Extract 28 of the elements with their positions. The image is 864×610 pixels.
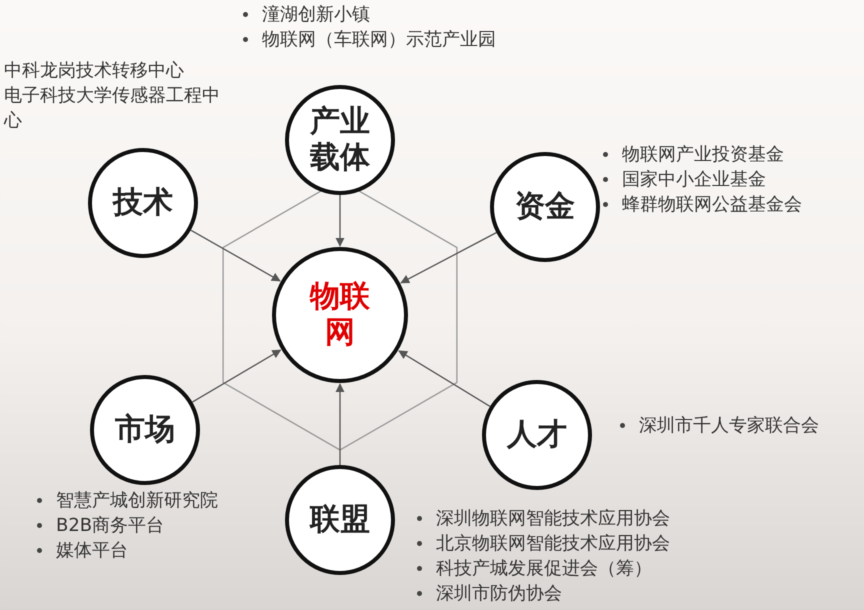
bullet-item: B2B商务平台 bbox=[56, 515, 164, 536]
bullet-item: 深圳市防伪协会 bbox=[436, 583, 562, 604]
note-text: 中科龙岗技术转移中心 bbox=[4, 60, 184, 81]
node-label: 人才 bbox=[506, 417, 568, 453]
node-label: 技术 bbox=[111, 185, 174, 221]
bullet-item: 智慧产城创新研究院 bbox=[56, 490, 218, 511]
bullet-item: 国家中小企业基金 bbox=[622, 169, 766, 190]
arrow bbox=[192, 350, 282, 403]
bullet-item: 北京物联网智能技术应用协会 bbox=[436, 533, 670, 554]
bullet-item: 科技产城发展促进会（筹） bbox=[436, 558, 652, 579]
bullet-item: 媒体平台 bbox=[56, 540, 128, 561]
bullet-item: 蜂群物联网公益基金会 bbox=[622, 194, 802, 215]
bullet-item: 潼湖创新小镇 bbox=[262, 4, 370, 25]
node-label: 物联网 bbox=[308, 279, 371, 351]
arrow bbox=[398, 350, 490, 407]
bullet-item: 深圳物联网智能技术应用协会 bbox=[436, 508, 670, 529]
bullet-item: 物联网产业投资基金 bbox=[622, 144, 784, 165]
arrow bbox=[335, 383, 345, 465]
note-text: 电子科技大学传感器工程中心 bbox=[4, 85, 220, 131]
node-label: 市场 bbox=[114, 412, 176, 448]
bullet-item: 深圳市千人专家联合会 bbox=[639, 415, 819, 436]
node-label: 联盟 bbox=[308, 502, 371, 538]
node-label: 资金 bbox=[514, 189, 576, 225]
arrow bbox=[190, 230, 281, 282]
arrow bbox=[400, 232, 497, 284]
bullet-item: 物联网（车联网）示范产业园 bbox=[262, 29, 496, 50]
node-label: 产业载体 bbox=[309, 104, 371, 176]
arrow bbox=[335, 195, 345, 247]
